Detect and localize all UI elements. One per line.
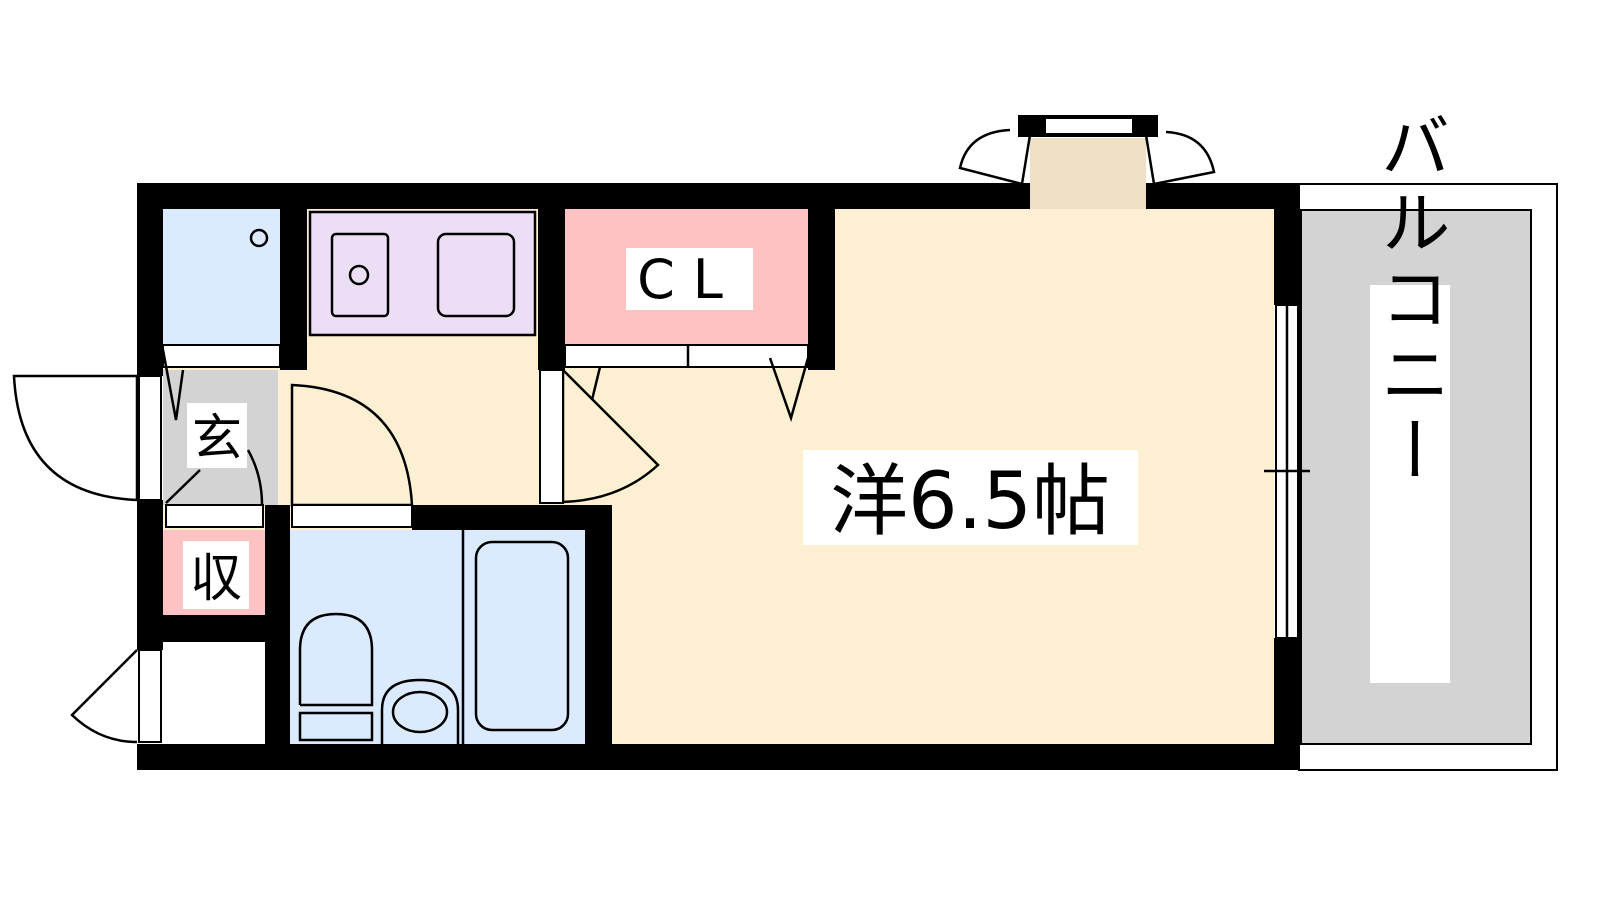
lower-closet xyxy=(163,642,265,744)
kitchen-counter xyxy=(308,210,537,337)
bay-window xyxy=(1030,138,1146,209)
closet-label: CL xyxy=(637,248,741,311)
closet-door[interactable] xyxy=(590,357,810,423)
bathtub-icon xyxy=(474,540,570,732)
sink-icon xyxy=(436,232,516,318)
storage-door[interactable] xyxy=(70,649,138,744)
refrigerator-space xyxy=(163,209,280,345)
walls xyxy=(137,183,1298,770)
room-door[interactable] xyxy=(561,366,660,504)
balcony-label: バルコニー xyxy=(1369,110,1451,490)
burner-icon xyxy=(348,264,370,286)
drain-icon xyxy=(249,228,269,248)
entry-door[interactable] xyxy=(12,374,139,502)
entrance-label: 玄 xyxy=(192,409,242,467)
main-room-label: 洋6.5帖 xyxy=(830,457,1110,547)
toilet-icon xyxy=(298,612,374,742)
bathroom-floor xyxy=(290,530,585,744)
entrance-inner-door[interactable] xyxy=(165,449,264,506)
storage-label: 収 xyxy=(190,549,242,609)
stove-icon xyxy=(330,232,390,318)
hall-door[interactable] xyxy=(290,383,414,507)
washbasin-icon xyxy=(380,678,460,744)
